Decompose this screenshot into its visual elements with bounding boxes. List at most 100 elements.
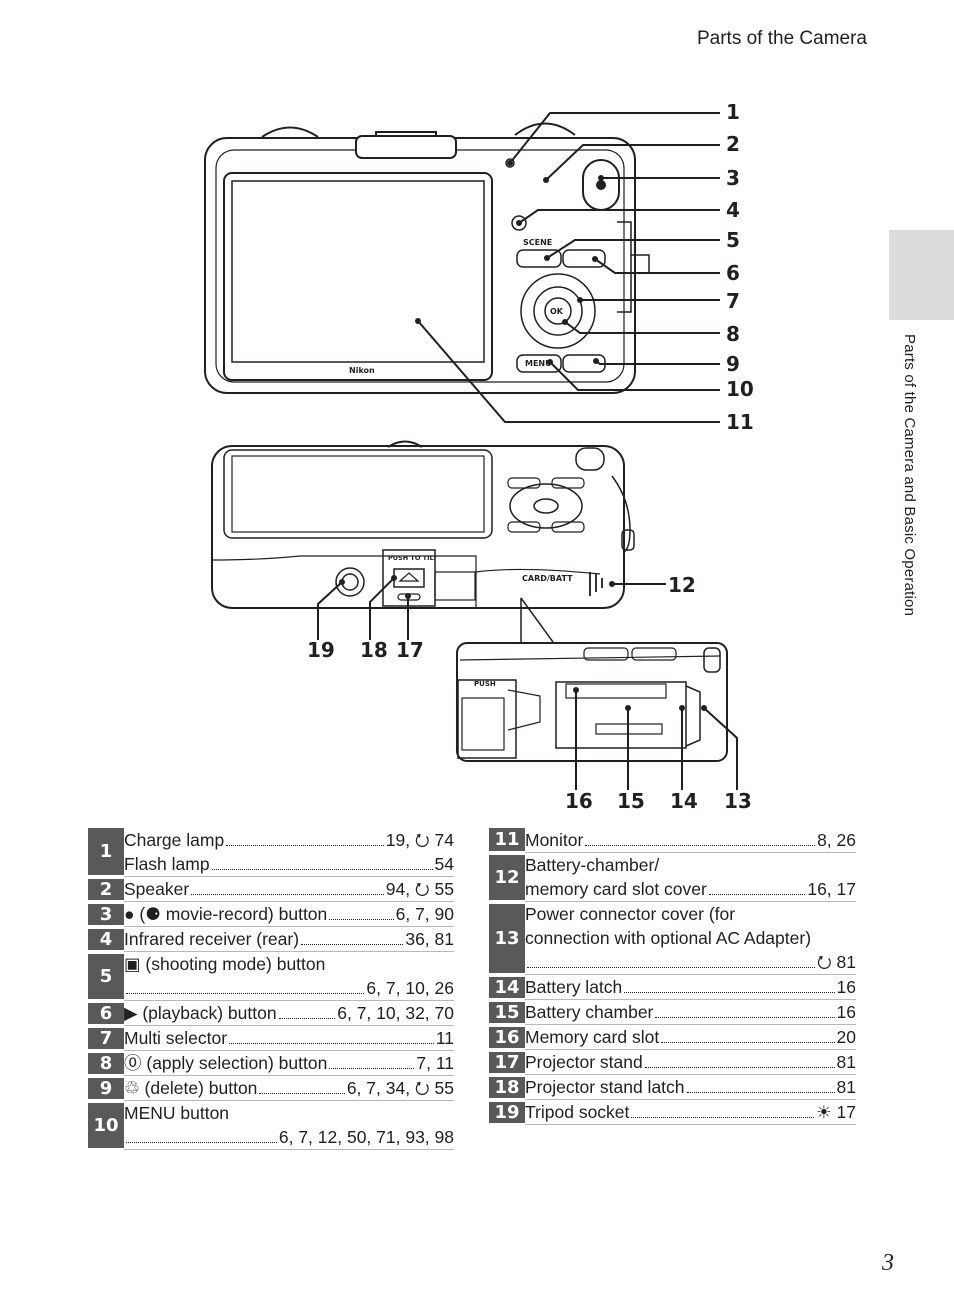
leader-9 bbox=[595, 360, 720, 365]
part-number: 12 bbox=[489, 852, 525, 904]
page-references: 8, 26 bbox=[817, 830, 856, 850]
part-name: Flash lamp bbox=[124, 854, 210, 874]
push-to-tilt-label: PUSH TO TILT bbox=[388, 554, 438, 562]
callout-2: 2 bbox=[726, 132, 740, 156]
part-name: Charge lamp bbox=[124, 830, 225, 850]
battery-chamber bbox=[555, 681, 687, 749]
part-number: 19 bbox=[489, 1099, 525, 1127]
part-name: Battery-chamber/ bbox=[525, 855, 660, 875]
part-name: Speaker bbox=[124, 879, 190, 899]
page-references: 6, 7, 10, 26 bbox=[366, 978, 454, 998]
page-references: 6, 7, 90 bbox=[395, 904, 454, 924]
callout-1: 1 bbox=[726, 100, 740, 124]
description-line: connection with optional AC Adapter) bbox=[525, 926, 856, 950]
brand-label: Nikon bbox=[349, 366, 375, 375]
part-description: ▣ (shooting mode) button 6, 7, 10, 26 bbox=[124, 951, 454, 1001]
page-references: 6, 7, 34, ⭮ 55 bbox=[346, 1078, 454, 1098]
part-name: ▣ (shooting mode) button bbox=[124, 954, 326, 974]
infrared-receiver bbox=[511, 215, 527, 231]
page-references: 6, 7, 12, 50, 71, 93, 98 bbox=[278, 1127, 454, 1147]
page-references: 20 bbox=[836, 1027, 856, 1047]
dot-leader bbox=[211, 852, 433, 870]
page-references: 36, 81 bbox=[405, 929, 454, 949]
card-batt-label: CARD/BATT bbox=[522, 574, 573, 583]
monitor-bezel bbox=[223, 172, 493, 381]
part-number: 9 bbox=[88, 1075, 124, 1103]
part-description: Monitor 8, 26 bbox=[525, 828, 856, 853]
part-name: Monitor bbox=[525, 830, 584, 850]
part-name: Power connector cover (for bbox=[525, 904, 736, 924]
dot-leader bbox=[191, 877, 384, 895]
part-number: 8 bbox=[88, 1050, 124, 1078]
dot-leader bbox=[226, 828, 384, 846]
leader-11 bbox=[417, 320, 720, 423]
description-line: ⭮ 81 bbox=[525, 950, 856, 974]
part-description: Infrared receiver (rear)36, 81 bbox=[124, 926, 454, 952]
dot-leader bbox=[329, 902, 394, 920]
page-header-title: Parts of the Camera bbox=[696, 28, 867, 49]
part-number: 14 bbox=[489, 974, 525, 1002]
leader-8 bbox=[564, 321, 720, 334]
battery-chamber-inset bbox=[456, 642, 728, 762]
part-number: 6 bbox=[88, 1000, 124, 1028]
dot-leader bbox=[661, 1025, 835, 1043]
part-number: 11 bbox=[489, 828, 525, 855]
description-line: ▣ (shooting mode) button bbox=[124, 952, 454, 976]
dot-leader bbox=[329, 1051, 415, 1069]
dot-leader bbox=[229, 1026, 434, 1044]
part-number: 1 bbox=[88, 828, 124, 879]
leader-19 bbox=[317, 581, 343, 640]
page-references: 81 bbox=[836, 1052, 856, 1072]
leader-10 bbox=[549, 361, 720, 391]
tripod-socket bbox=[335, 567, 365, 597]
description-line: Infrared receiver (rear)36, 81 bbox=[124, 927, 454, 951]
leader-1 bbox=[509, 112, 720, 164]
part-number: 2 bbox=[88, 876, 124, 904]
leader-5 bbox=[546, 239, 720, 259]
dot-leader bbox=[655, 1000, 835, 1018]
scene-label: SCENE bbox=[523, 238, 552, 247]
page-number: 3 bbox=[882, 1250, 894, 1276]
dot-leader bbox=[527, 950, 815, 968]
callout-18: 18 bbox=[360, 638, 388, 662]
part-name: ▶ (playback) button bbox=[124, 1003, 277, 1023]
part-number: 13 bbox=[489, 901, 525, 977]
dot-leader bbox=[585, 828, 816, 846]
playback-button bbox=[562, 249, 606, 268]
part-name: Projector stand latch bbox=[525, 1077, 685, 1097]
part-name: MENU button bbox=[124, 1103, 230, 1123]
description-line: 6, 7, 12, 50, 71, 93, 98 bbox=[124, 1125, 454, 1149]
part-number: 18 bbox=[489, 1074, 525, 1102]
part-number: 3 bbox=[88, 901, 124, 929]
camera-body-bottom-view bbox=[211, 445, 625, 609]
callout-13: 13 bbox=[724, 789, 752, 813]
part-name: ⓪ (apply selection) button bbox=[124, 1053, 328, 1073]
part-name: memory card slot cover bbox=[525, 879, 707, 899]
callout-15: 15 bbox=[617, 789, 645, 813]
monitor-screen bbox=[231, 180, 485, 363]
dot-leader bbox=[708, 877, 806, 895]
ok-label: OK bbox=[550, 307, 564, 316]
open-cover bbox=[457, 679, 517, 759]
part-name: connection with optional AC Adapter) bbox=[525, 928, 812, 948]
description-line: Battery-chamber/ bbox=[525, 853, 856, 877]
page-references: 6, 7, 10, 32, 70 bbox=[337, 1003, 454, 1023]
